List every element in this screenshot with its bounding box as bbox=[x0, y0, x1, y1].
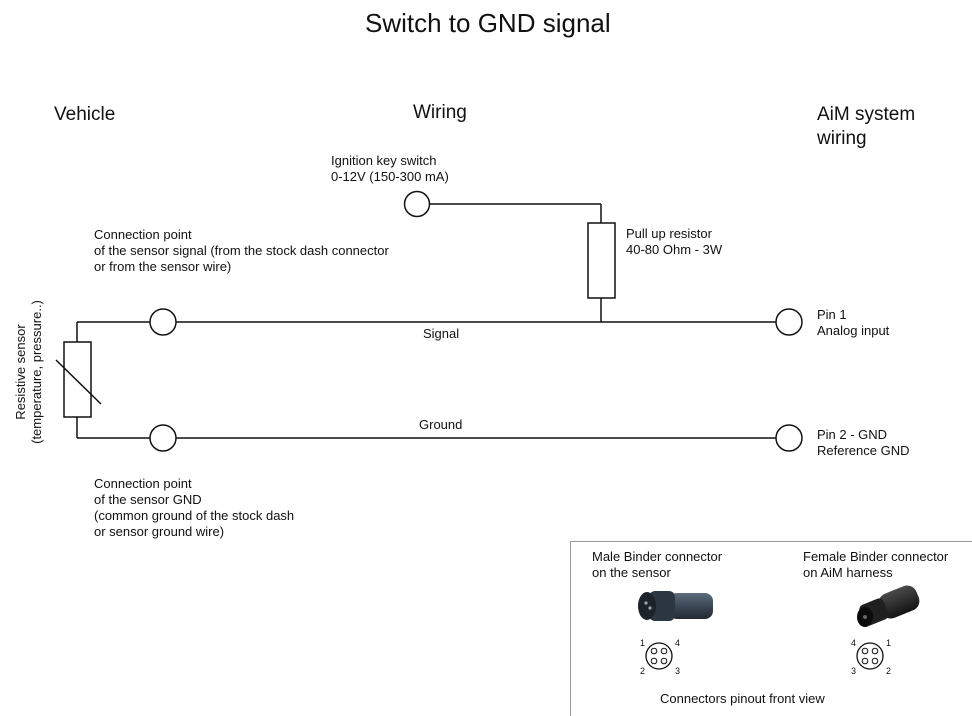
sensor-signal-point-label: Connection point of the sensor signal (f… bbox=[94, 227, 389, 274]
aim-column-heading: AiM system wiring bbox=[817, 104, 916, 149]
female-pin-number: 3 bbox=[851, 666, 857, 676]
connector-panel: Male Binder connector on the sensor Fema… bbox=[570, 541, 972, 716]
male-pin-number: 2 bbox=[640, 666, 646, 676]
sensor-gnd-point-label: Connection point of the sensor GND (comm… bbox=[94, 476, 295, 539]
pinout-caption: Connectors pinout front view bbox=[660, 691, 825, 706]
resistive-sensor-label: Resistive sensor (temperature, pressure.… bbox=[13, 300, 44, 444]
male-pin-number: 4 bbox=[675, 638, 681, 648]
pull-up-resistor bbox=[587, 222, 616, 299]
pin1-label: Pin 1 Analog input bbox=[817, 307, 890, 338]
signal-wire-label: Signal bbox=[423, 326, 460, 341]
pin2-label: Pin 2 - GND Reference GND bbox=[817, 427, 910, 458]
resistive-sensor bbox=[63, 341, 92, 418]
female-binder-connector-image bbox=[857, 585, 920, 627]
sensor-variable-arrow bbox=[55, 359, 102, 405]
female-pinout-diagram bbox=[856, 642, 884, 670]
male-connector-label: Male Binder connector on the sensor bbox=[592, 549, 723, 580]
pin2-terminal bbox=[775, 424, 803, 452]
page-title: Switch to GND signal bbox=[365, 8, 611, 38]
pin1-terminal bbox=[775, 308, 803, 336]
ignition-label: Ignition key switch 0-12V (150-300 mA) bbox=[331, 153, 449, 184]
resistor-label: Pull up resistor 40-80 Ohm - 3W bbox=[626, 226, 723, 257]
wiring-column-heading: Wiring bbox=[413, 102, 467, 123]
sensor-gnd-terminal bbox=[149, 424, 177, 452]
male-binder-connector-image bbox=[638, 591, 713, 621]
sensor-signal-terminal bbox=[149, 308, 177, 336]
female-pin-number: 1 bbox=[886, 638, 892, 648]
male-pin-number: 3 bbox=[675, 666, 681, 676]
female-pin-number: 2 bbox=[886, 666, 892, 676]
female-connector-label: Female Binder connector on AiM harness bbox=[803, 549, 949, 580]
female-pin-number: 4 bbox=[851, 638, 857, 648]
male-pinout-diagram bbox=[645, 642, 673, 670]
ground-wire-label: Ground bbox=[419, 417, 463, 432]
vehicle-column-heading: Vehicle bbox=[54, 104, 116, 125]
male-pin-number: 1 bbox=[640, 638, 646, 648]
ignition-terminal bbox=[403, 190, 431, 218]
